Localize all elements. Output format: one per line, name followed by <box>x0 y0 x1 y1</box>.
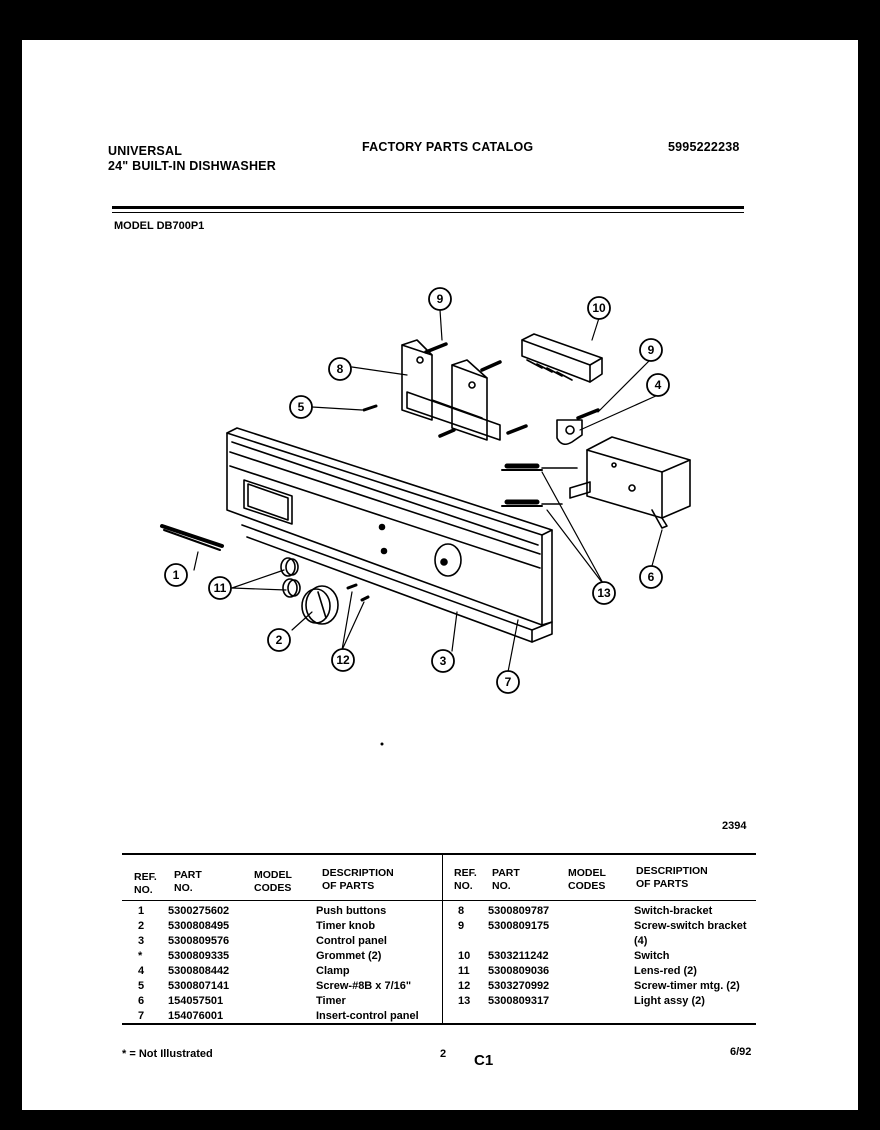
callout-3: 3 <box>440 654 447 668</box>
part-ref-left-5: 5 <box>138 980 145 992</box>
part-ref-right-4: 12 <box>458 980 471 992</box>
part-description-left-4: Clamp <box>316 965 350 977</box>
callout-13: 13 <box>597 586 611 600</box>
bracket-screws <box>424 342 600 438</box>
callout-2: 2 <box>276 633 283 647</box>
callout-7: 7 <box>505 675 512 689</box>
part-number-right-0: 5300809787 <box>488 905 550 917</box>
part-description-left-0: Push buttons <box>316 905 387 917</box>
part-description-right-2: Switch <box>634 950 670 962</box>
col-part-right: PART NO. <box>492 867 520 892</box>
catalog-number: 5995222238 <box>668 140 740 154</box>
callout-12: 12 <box>336 653 350 667</box>
footnote: * = Not Illustrated <box>122 1048 213 1060</box>
callout-circles <box>164 287 670 694</box>
part-number-right-5: 5300809317 <box>488 995 550 1007</box>
page-number: 2 <box>440 1048 447 1060</box>
part-number-left-2: 5300809576 <box>168 935 230 947</box>
diagram-code: 2394 <box>722 820 747 832</box>
callout-11: 11 <box>214 581 227 595</box>
header-rule-thin <box>112 212 744 213</box>
table-bottom-rule <box>122 1023 756 1025</box>
part-number-left-5: 5300807141 <box>168 980 230 992</box>
table-header-rule <box>122 900 756 901</box>
timer-knob <box>301 585 339 625</box>
part-description-left-2: Control panel <box>316 935 387 947</box>
part-ref-left-0: 1 <box>138 905 145 917</box>
switch-bracket <box>401 339 501 441</box>
catalog-page: UNIVERSAL 24" BUILT-IN DISHWASHER FACTOR… <box>22 40 858 1110</box>
part-number-left-1: 5300808495 <box>168 920 230 932</box>
part-number-right-1: 5300809175 <box>488 920 550 932</box>
part-number-left-3: 5300809335 <box>168 950 230 962</box>
callout-numbers: 9 8 5 10 9 4 6 1 11 2 12 3 7 13 <box>173 292 662 689</box>
part-number-right-2: 5303211242 <box>488 950 549 962</box>
lenses <box>280 557 301 598</box>
part-number-right-3: 5300809036 <box>488 965 550 977</box>
col-model-left: MODEL CODES <box>254 869 292 894</box>
part-ref-left-6: 6 <box>138 995 145 1007</box>
part-description-right-4: Screw-timer mtg. (2) <box>634 980 740 992</box>
part-description-left-6: Timer <box>316 995 346 1007</box>
header-rule-thick <box>112 206 744 209</box>
part-description-right-3: Lens-red (2) <box>634 965 697 977</box>
switch <box>521 333 603 383</box>
part-description-right-1: Screw-switch bracket (4) <box>634 920 747 947</box>
part-number-left-6: 154057501 <box>168 995 224 1007</box>
screw-5 <box>362 404 378 412</box>
callout-8: 8 <box>337 362 344 376</box>
part-description-left-3: Grommet (2) <box>316 950 382 962</box>
part-ref-right-0: 8 <box>458 905 465 917</box>
col-model-right: MODEL CODES <box>568 867 606 892</box>
part-description-left-7: Insert-control panel <box>316 1010 419 1022</box>
part-number-right-4: 5303270992 <box>488 980 550 992</box>
section-code: C1 <box>474 1052 494 1069</box>
col-ref-right: REF. NO. <box>454 867 477 892</box>
callout-5: 5 <box>298 400 305 414</box>
part-ref-left-2: 3 <box>138 935 145 947</box>
product-label: 24" BUILT-IN DISHWASHER <box>108 159 276 173</box>
callout-4: 4 <box>655 378 662 392</box>
part-description-right-0: Switch-bracket <box>634 905 713 917</box>
leader-lines <box>193 309 663 673</box>
callout-9b: 9 <box>648 343 655 357</box>
callout-1: 1 <box>173 568 180 582</box>
part-ref-left-4: 4 <box>138 965 145 977</box>
control-panel <box>226 427 553 643</box>
clamp <box>556 419 583 446</box>
speck <box>380 742 384 746</box>
part-ref-right-5: 13 <box>458 995 471 1007</box>
col-desc-right: DESCRIPTION OF PARTS <box>636 865 708 890</box>
timer-screws <box>346 583 370 602</box>
part-ref-left-1: 2 <box>138 920 145 932</box>
part-number-left-4: 5300808442 <box>168 965 230 977</box>
table-top-rule <box>122 853 756 855</box>
part-ref-left-3: * <box>138 950 143 962</box>
part-number-left-7: 154076001 <box>168 1010 224 1022</box>
light-assemblies <box>501 463 578 507</box>
model-label: MODEL DB700P1 <box>114 220 205 232</box>
table-divider <box>442 855 443 1023</box>
revision-date: 6/92 <box>730 1046 752 1058</box>
part-number-left-0: 5300275602 <box>168 905 230 917</box>
push-buttons <box>160 524 224 551</box>
brand-label: UNIVERSAL <box>108 144 183 158</box>
part-ref-right-1: 9 <box>458 920 465 932</box>
part-ref-right-3: 11 <box>458 965 470 977</box>
callout-6: 6 <box>648 570 655 584</box>
callout-10: 10 <box>592 301 606 315</box>
col-part-left: PART NO. <box>174 869 202 894</box>
callout-9a: 9 <box>437 292 444 306</box>
catalog-title: FACTORY PARTS CATALOG <box>362 140 534 154</box>
part-ref-left-7: 7 <box>138 1010 145 1022</box>
col-desc-left: DESCRIPTION OF PARTS <box>322 867 394 892</box>
part-description-left-5: Screw-#8B x 7/16" <box>316 980 412 992</box>
part-description-left-1: Timer knob <box>316 920 376 932</box>
col-ref-left: REF. NO. <box>134 871 157 896</box>
exploded-parts-diagram: 9 8 5 10 9 4 6 1 11 2 12 3 7 13 <box>160 287 691 746</box>
timer <box>569 436 691 529</box>
part-description-right-5: Light assy (2) <box>634 995 705 1007</box>
part-ref-right-2: 10 <box>458 950 471 962</box>
